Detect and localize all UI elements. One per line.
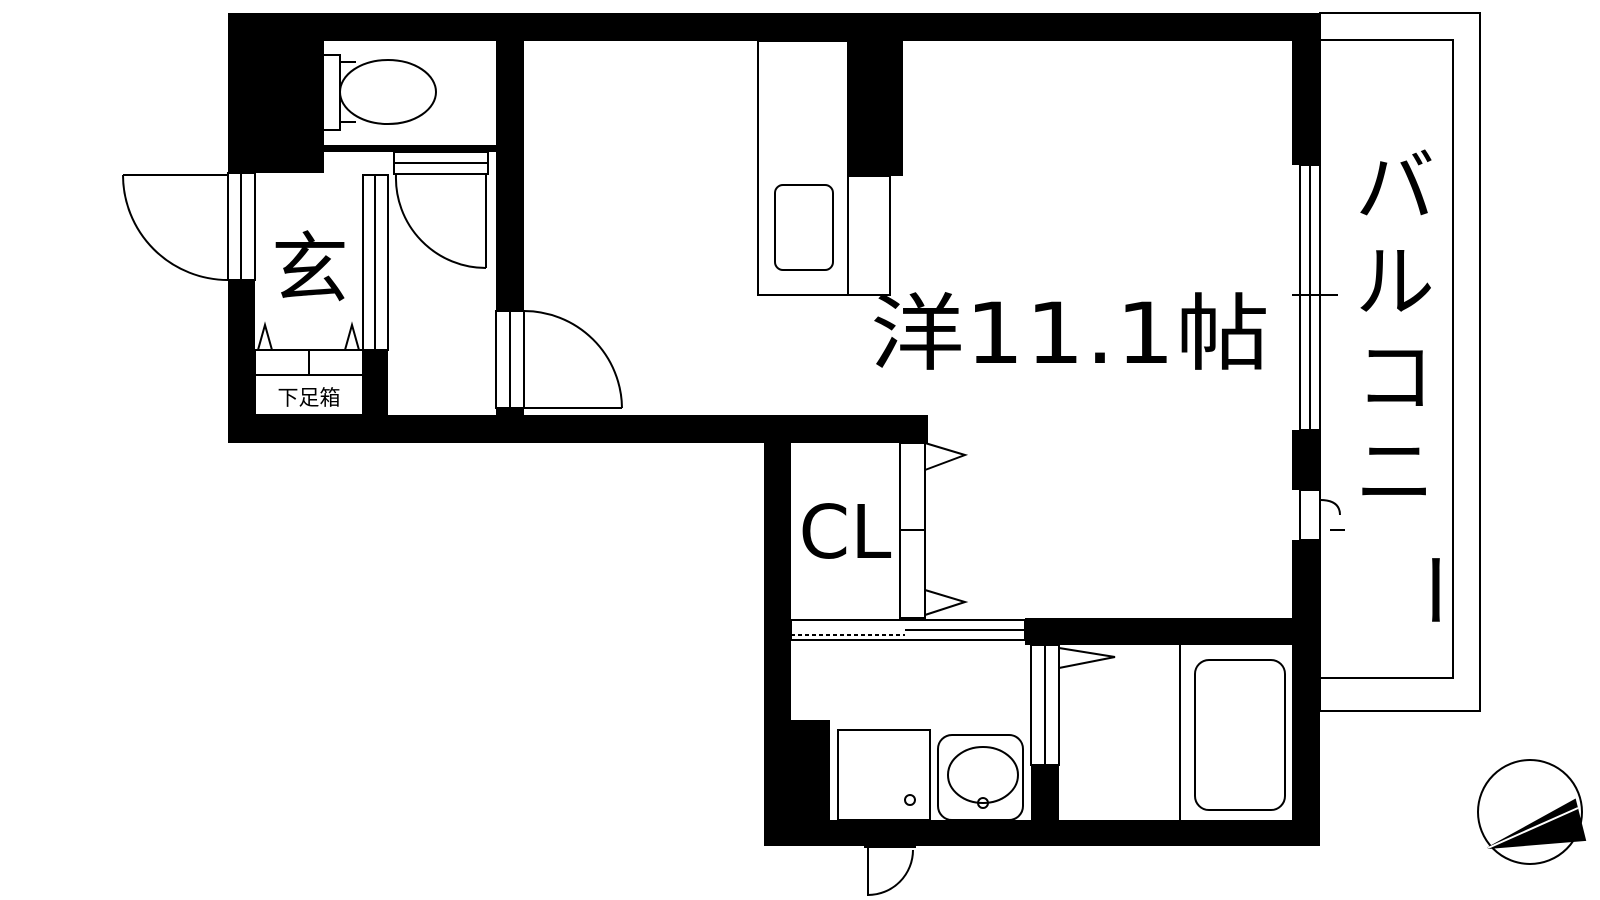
western-room-label: 洋11.1帖	[870, 285, 1270, 383]
closet	[899, 442, 969, 619]
compass-icon	[1477, 759, 1587, 865]
balcony-char: コ	[1355, 331, 1435, 424]
balcony-char: ル	[1355, 236, 1435, 329]
balcony-label: バ ル コ ニ ー	[1355, 141, 1479, 630]
walls	[228, 13, 1320, 846]
room-door	[495, 310, 623, 409]
balcony-char: ニ	[1355, 426, 1435, 519]
shoe-box-label: 下足箱	[278, 386, 341, 410]
shoe-box	[254, 321, 364, 416]
bath	[1179, 645, 1286, 820]
balcony-char: ー	[1386, 550, 1479, 630]
washroom-door	[864, 819, 916, 897]
balcony-window	[1292, 164, 1345, 541]
toilet	[319, 54, 437, 131]
genkan-label: 玄	[271, 225, 349, 315]
toilet-door	[362, 151, 489, 351]
balcony-char: バ	[1355, 141, 1435, 234]
closet-label: CL	[799, 490, 892, 576]
entry-door	[122, 172, 256, 281]
washroom	[837, 644, 1116, 821]
partition-strip	[790, 619, 1026, 641]
kitchen	[757, 40, 891, 296]
